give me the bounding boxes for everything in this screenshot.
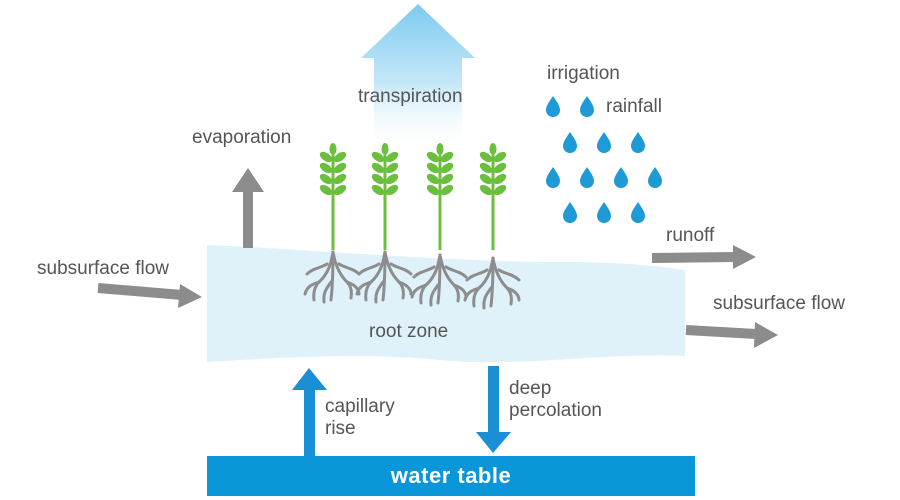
deep-percolation-label-line2: percolation (509, 400, 602, 421)
subsurface-flow-out-label: subsurface flow (713, 293, 846, 314)
deep-percolation-label-line1: deep (509, 378, 552, 399)
runoff-label: runoff (666, 225, 715, 246)
transpiration-label: transpiration (358, 86, 463, 107)
water-table-bar (207, 456, 695, 496)
subsurface-flow-in-arrow (97, 283, 202, 308)
capillary-rise-arrow (292, 368, 327, 458)
evaporation-label: evaporation (192, 127, 292, 148)
irrigation-label: irrigation (547, 63, 620, 84)
root-zone-label: root zone (369, 321, 449, 342)
transpiration-arrow (361, 4, 475, 150)
subsurface-flow-in-label: subsurface flow (37, 258, 170, 279)
root-zone-soil (207, 245, 685, 363)
capillary-rise-label-line1: capillary (325, 396, 395, 417)
deep-percolation-arrow (476, 366, 511, 453)
subsurface-flow-out-arrow (685, 322, 778, 348)
evaporation-arrow (232, 168, 264, 248)
water-table-label: water table (390, 463, 512, 488)
rainfall-label: rainfall (606, 96, 662, 117)
capillary-rise-label-line2: rise (325, 418, 356, 439)
runoff-arrow (651, 245, 756, 269)
